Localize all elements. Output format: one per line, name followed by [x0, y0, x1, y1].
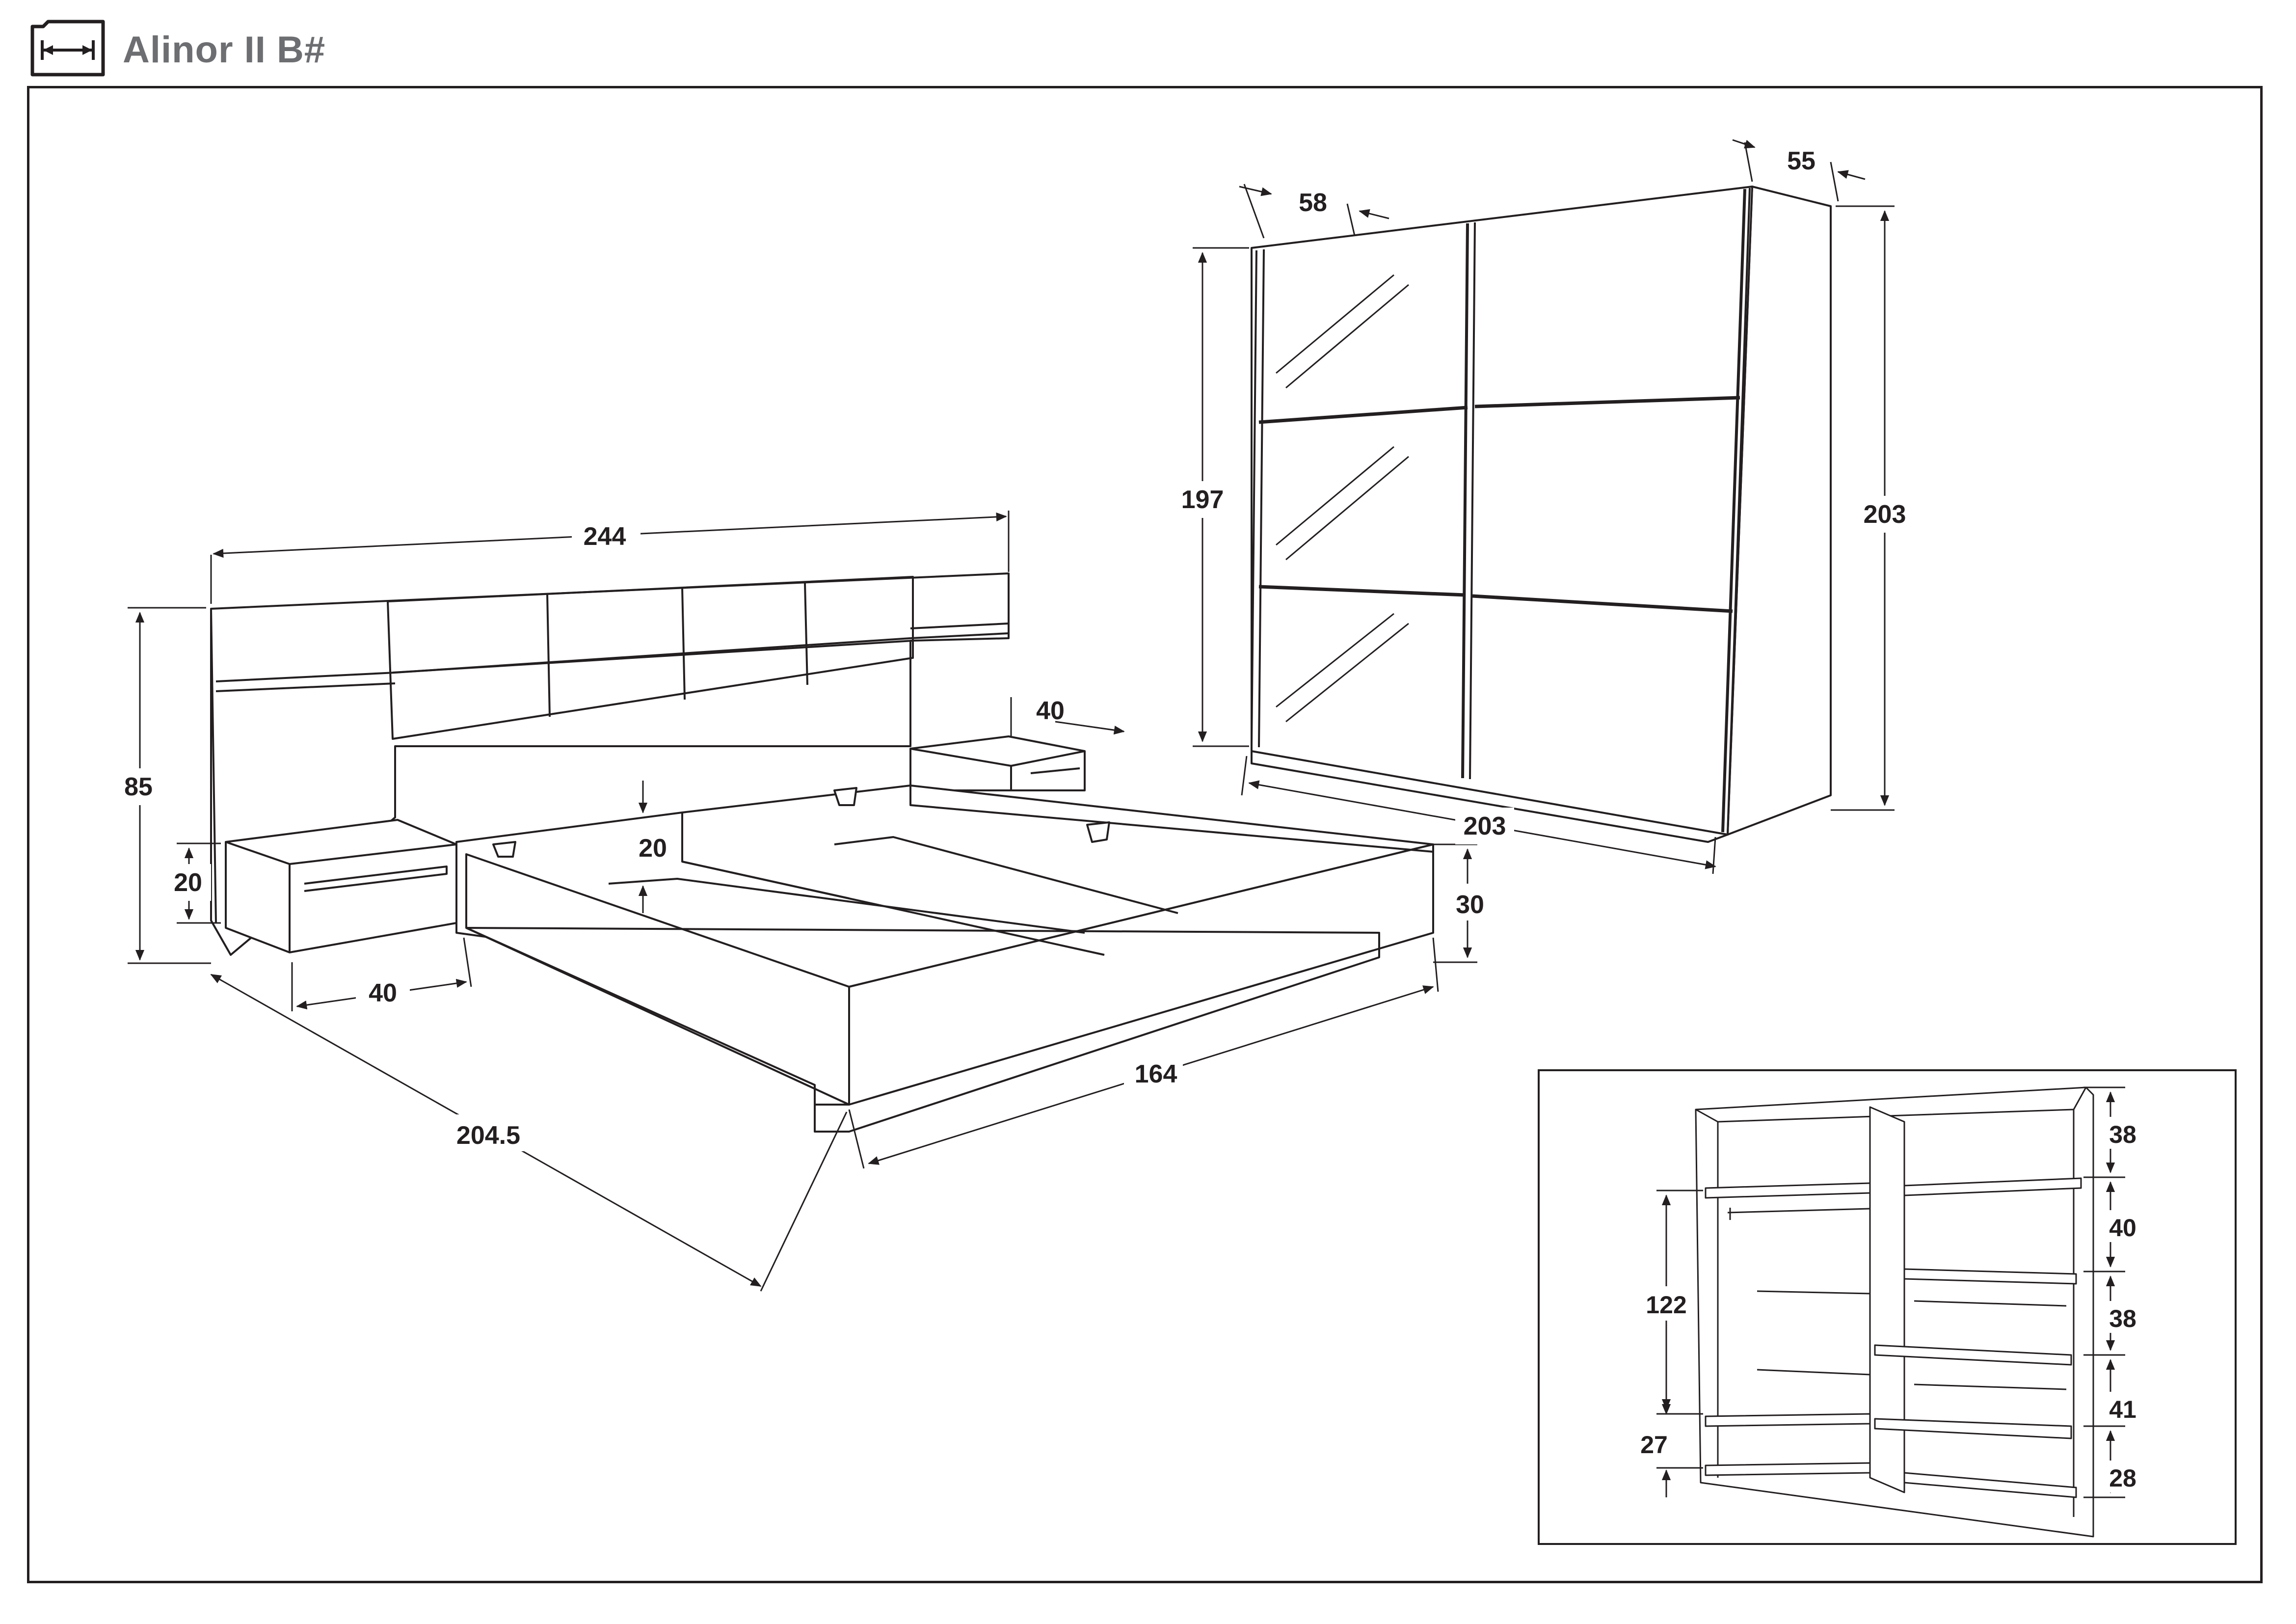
- top-depth-label: 55: [1787, 147, 1815, 175]
- upholstered-panel: [387, 576, 914, 740]
- drawing-frame: [27, 86, 2263, 1583]
- total-height-label: 203: [1864, 500, 1906, 529]
- wardrobe-drawing: [1251, 186, 1832, 843]
- interior-inset: 122 27 38 40 38 41 28: [1538, 1069, 2237, 1545]
- wardrobe-front: [1251, 186, 1753, 836]
- wardrobe-dimension-labels: 58 55 197 203 203: [1175, 147, 1912, 844]
- bracket-left: [492, 841, 516, 858]
- hanging-height-label: 122: [1646, 1291, 1686, 1319]
- header: Alinor II B#: [0, 0, 2296, 79]
- frame-gap-label: 20: [639, 834, 667, 863]
- bed-width-label: 244: [584, 522, 626, 551]
- nightstand-width-label: 40: [369, 979, 397, 1007]
- bed-dimension-labels: 244 85 20 40 40 20 30 164 204.5: [115, 515, 1492, 1151]
- nightstand-height-label: 20: [174, 868, 202, 897]
- shelf-4-label: 41: [2109, 1396, 2136, 1423]
- bracket-mid: [833, 787, 857, 806]
- headboard-depth-label: 40: [1036, 697, 1065, 725]
- shelf-3-label: 38: [2109, 1305, 2136, 1332]
- bed-length-label: 204.5: [456, 1121, 520, 1150]
- bed-height-label: 85: [124, 773, 153, 801]
- wardrobe-width-label: 203: [1464, 812, 1506, 840]
- door-depth-label: 58: [1299, 189, 1327, 217]
- door-height-label: 197: [1181, 486, 1224, 514]
- shelf-2-label: 40: [2109, 1214, 2136, 1242]
- shelf-1-label: 38: [2109, 1121, 2136, 1148]
- bed-base-plinth: [465, 927, 1380, 1133]
- mattress-width-label: 164: [1135, 1060, 1177, 1088]
- frame-height-label: 30: [1456, 891, 1484, 919]
- bracket-right: [1086, 821, 1110, 843]
- shelf-5-label: 28: [2109, 1464, 2136, 1492]
- width-dimension-icon: [30, 20, 105, 77]
- bed-drawing: [210, 572, 1434, 1133]
- page-title: Alinor II B#: [123, 29, 326, 71]
- interior-divider: [1869, 1106, 1905, 1493]
- headboard-panel: [210, 572, 1010, 956]
- bottom-height-label: 27: [1640, 1431, 1668, 1459]
